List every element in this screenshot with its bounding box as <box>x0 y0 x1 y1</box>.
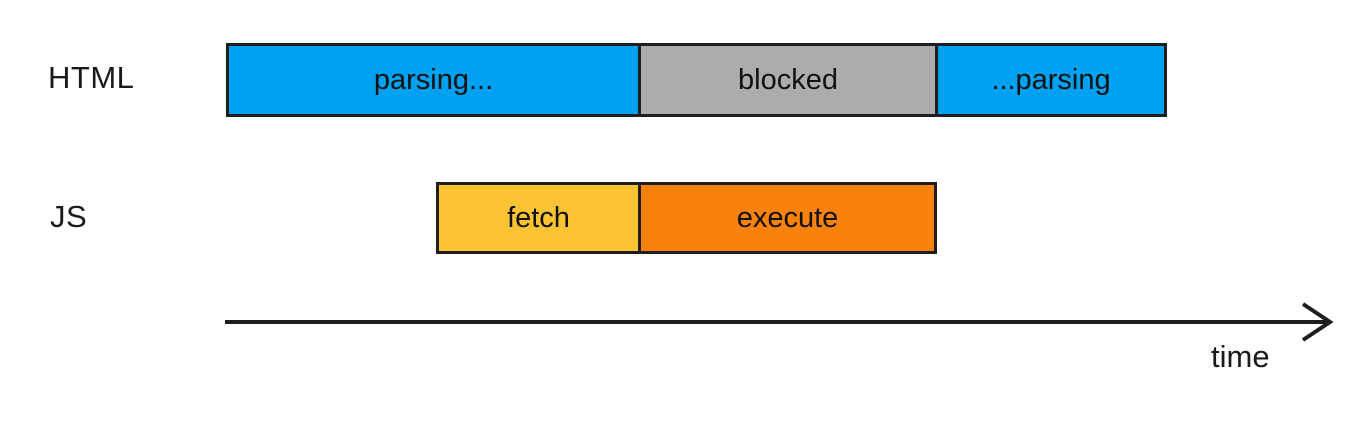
segment-parsing-after: ...parsing <box>935 46 1164 114</box>
row-label-html: HTML <box>48 60 135 95</box>
segment-parsing-before: parsing... <box>229 46 638 114</box>
segment-execute: execute <box>638 185 934 251</box>
js-timeline-bar: fetch execute <box>436 182 937 254</box>
html-timeline-bar: parsing... blocked ...parsing <box>226 43 1167 117</box>
segment-blocked: blocked <box>638 46 935 114</box>
row-label-js: JS <box>50 199 88 234</box>
time-axis-label: time <box>1211 339 1270 374</box>
segment-fetch: fetch <box>439 185 638 251</box>
